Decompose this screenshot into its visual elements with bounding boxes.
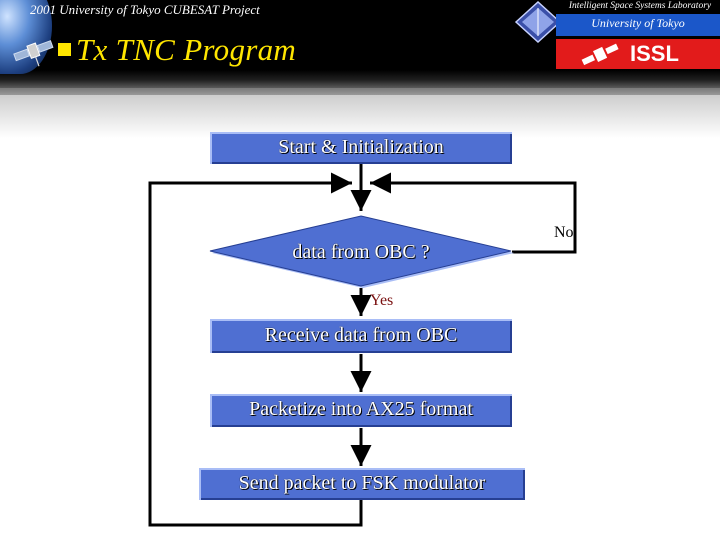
issl-satellite-icon xyxy=(581,43,619,66)
receive-data-label: Receive data from OBC xyxy=(264,324,458,346)
title-bullet xyxy=(58,43,71,56)
send-packet-label: Send packet to FSK modulator xyxy=(238,472,486,494)
university-box xyxy=(556,14,720,36)
lab-name: Intelligent Space Systems Laboratory xyxy=(568,1,712,11)
packetize-label: Packetize into AX25 format xyxy=(249,398,473,420)
receive-data-box xyxy=(210,319,512,353)
start-label: Start & Initialization xyxy=(278,136,444,158)
university-name: University of Tokyo xyxy=(591,16,685,30)
header-banner: 2001 University of Tokyo CUBESAT Project… xyxy=(0,0,720,95)
satellite-icon xyxy=(13,40,54,67)
no-branch-line xyxy=(370,172,577,254)
banner-fade xyxy=(0,88,720,138)
loop-back-line xyxy=(148,172,363,527)
packetize-box xyxy=(210,394,512,427)
decision-label: data from OBC ? xyxy=(292,241,430,263)
no-label: No xyxy=(554,224,574,241)
project-subtitle: 2001 University of Tokyo CUBESAT Project xyxy=(30,2,260,17)
start-box xyxy=(210,132,512,164)
issl-box xyxy=(556,39,720,69)
yes-label: Yes xyxy=(370,292,394,309)
send-packet-box xyxy=(199,468,525,500)
issl-label: ISSL xyxy=(630,41,679,66)
page-title: Tx TNC Program xyxy=(76,32,297,67)
